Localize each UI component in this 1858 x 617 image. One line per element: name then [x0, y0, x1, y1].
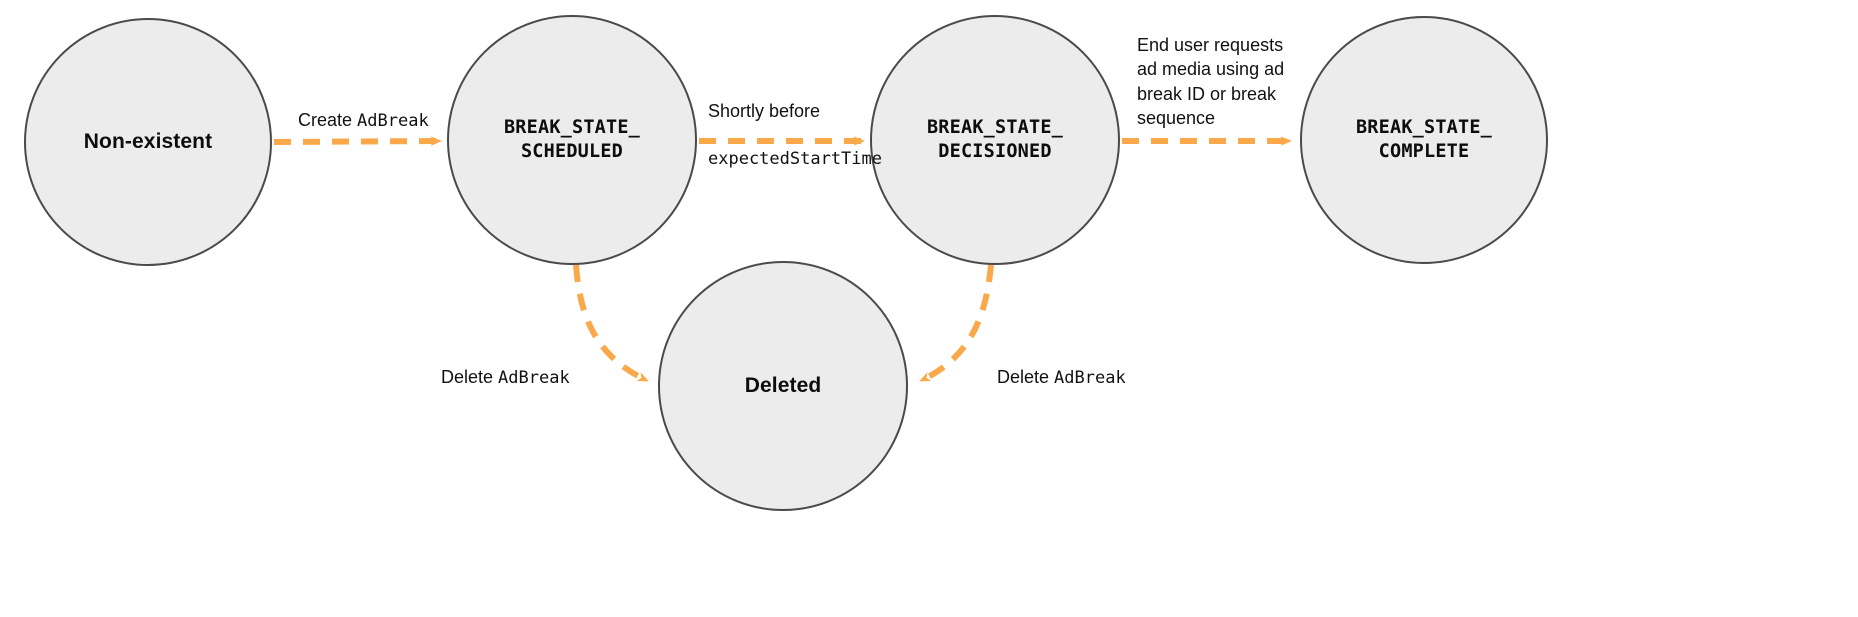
edge-label-shortly-before-line-0: Shortly before — [708, 100, 821, 121]
edge-delete-adbreak-from-decisioned — [918, 264, 994, 384]
node-break-state-decisioned[interactable]: BREAK_STATE_ DECISIONED — [870, 15, 1120, 265]
edge-label-delete-adbreak-from-decisioned: Delete AdBreak — [997, 342, 1126, 390]
node-deleted-label: Deleted — [744, 373, 822, 397]
node-break-state-complete[interactable]: BREAK_STATE_ COMPLETE — [1300, 16, 1548, 264]
edge-label-create-adbreak: Create AdBreak — [298, 85, 429, 133]
node-non-existent-label: Non-existent — [83, 129, 213, 153]
edge-delete-adbreak-from-scheduled — [573, 264, 650, 384]
edge-label-delete-adbreak-scheduled-part-0: Delete — [441, 366, 499, 387]
edge-create-adbreak — [273, 136, 442, 146]
edge-label-shortly-before-expectedstarttime: Shortly before expectedStartTime — [708, 76, 882, 194]
node-break-state-scheduled[interactable]: BREAK_STATE_ SCHEDULED — [447, 15, 697, 265]
edge-label-create-adbreak-part-1: AdBreak — [357, 110, 429, 131]
node-non-existent[interactable]: Non-existent — [24, 18, 272, 266]
node-break-state-decisioned-label: BREAK_STATE_ DECISIONED — [926, 117, 1064, 162]
edge-label-create-adbreak-part-0: Create — [298, 109, 358, 130]
node-break-state-complete-label: BREAK_STATE_ COMPLETE — [1355, 117, 1493, 162]
node-break-state-scheduled-label: BREAK_STATE_ SCHEDULED — [503, 117, 641, 162]
edge-label-delete-adbreak-scheduled-part-1: AdBreak — [498, 367, 570, 388]
edge-label-expectedstarttime-line-1: expectedStartTime — [708, 148, 882, 169]
edge-label-delete-adbreak-decisioned-part-1: AdBreak — [1054, 367, 1126, 388]
node-deleted[interactable]: Deleted — [658, 261, 908, 511]
edge-label-delete-adbreak-decisioned-part-0: Delete — [997, 366, 1055, 387]
edge-label-delete-adbreak-from-scheduled: Delete AdBreak — [441, 342, 570, 390]
edge-label-end-user-requests-ad-media: End user requests ad media using ad brea… — [1137, 35, 1285, 129]
